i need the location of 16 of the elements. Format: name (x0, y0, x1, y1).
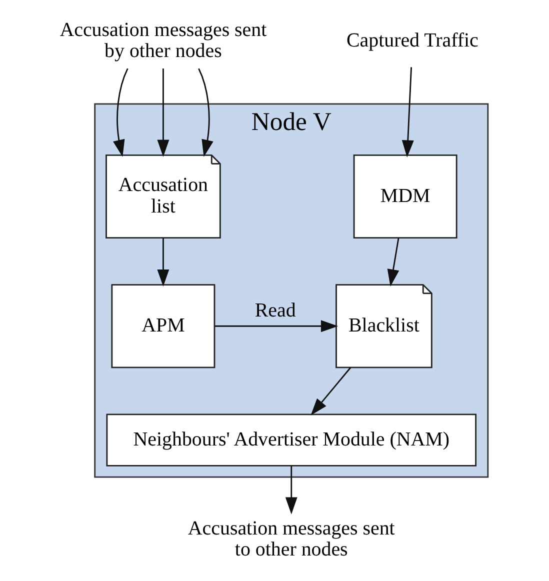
node-text: Accusation messages sent to other nodes (187, 517, 394, 561)
node-box: APM (110, 284, 215, 368)
node-box: Neighbours' Advertiser Module (NAM) (106, 414, 476, 466)
arrow (386, 238, 399, 287)
arrow (401, 67, 414, 158)
edge-label: Read (254, 299, 296, 322)
arrow (214, 320, 338, 332)
arrow (310, 367, 351, 416)
arrow (156, 238, 169, 287)
node-box: MDM (352, 154, 457, 239)
arrow (284, 466, 297, 514)
arrow (198, 68, 213, 157)
node-text: Captured Traffic (346, 30, 478, 52)
node-text: Accusation messages sent by other nodes (59, 18, 266, 62)
arrow (156, 68, 169, 157)
arrow (112, 68, 128, 157)
